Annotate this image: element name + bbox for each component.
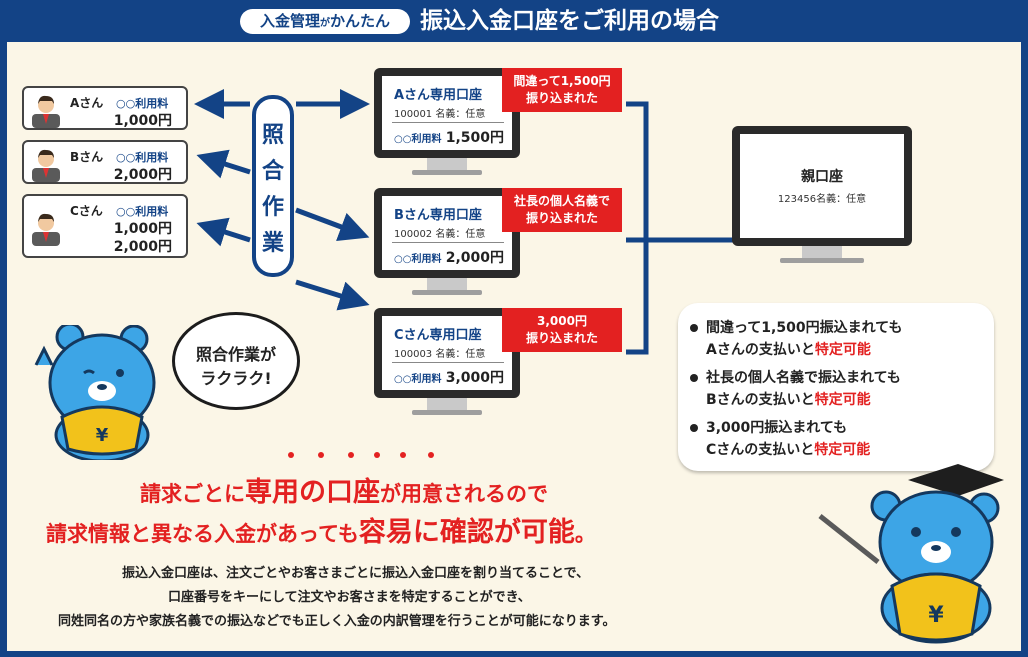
person-icon (32, 213, 60, 246)
bear-mascot-icon: ¥ (34, 325, 156, 460)
teacher-bear-icon: ¥ (818, 464, 1004, 644)
monitor-screen: Bさん専用口座 100002 名義：任意 ○○利用料 2,000円 (382, 196, 512, 270)
note-line: Bさんの支払いと特定可能 (706, 392, 871, 408)
notes-box: 間違って1,500円振込まれても Aさんの支払いと特定可能 社長の個人名義で振込… (678, 303, 994, 471)
page-title: 振込入金口座をご利用の場合 (420, 8, 719, 34)
person-icon (32, 95, 60, 128)
note-line: 社長の個人名義で (513, 194, 610, 208)
matching-char: 合 (261, 159, 284, 184)
matching-label: 照 合 作 業 (252, 95, 294, 277)
parent-title: 親口座 (801, 169, 843, 185)
body-line: 同姓同名の方や家族名義での振込などでも正しく入金の内訳管理を行うことが可能になり… (58, 614, 616, 629)
account-amount: 3,000円 (445, 370, 504, 386)
account-amount: 1,500円 (445, 130, 504, 146)
account-number: 100003 名義：任意 (394, 349, 486, 360)
badge-tail-text: かんたん (330, 12, 391, 30)
fee-label: ○○利用料 (116, 205, 169, 218)
parent-number: 123456名義：任意 (777, 194, 867, 205)
emphasis-dot (318, 452, 324, 458)
matching-char: 作 (261, 195, 284, 220)
arrow-b-to-account (295, 207, 370, 242)
arrow-c-to-customer (196, 217, 251, 247)
note-line: Aさんの支払いと特定可能 (706, 342, 871, 358)
connector-c (626, 240, 649, 355)
headline-line-2: 請求情報と異なる入金があっても容易に確認が可能。 (46, 517, 596, 548)
customer-amount: 1,000円 (113, 113, 172, 129)
fee-label: ○○利用料 (394, 374, 442, 385)
customer-card-c: Cさん ○○利用料 1,000円 2,000円 (22, 194, 188, 258)
connector-a (626, 101, 734, 243)
note-line: 3,000円 (537, 314, 587, 328)
emphasis-dot (288, 452, 294, 458)
note-line: 社長の個人名義で振込まれても (690, 367, 901, 387)
payment-note-a: 間違って1,500円 振り込まれた (502, 68, 622, 112)
body-line: 振込入金口座は、注文ごとやお客さまごとに振込入金口座を割り当てることで、 (122, 566, 590, 581)
note-line: 間違って1,500円 (513, 74, 611, 88)
account-title: Bさん専用口座 (394, 208, 482, 223)
note-line: 振り込まれた (525, 331, 598, 345)
monitor-screen: 親口座 123456名義：任意 (740, 134, 904, 238)
fee-label: ○○利用料 (394, 254, 442, 265)
note-line: 3,000円振込まれても (690, 417, 847, 437)
bubble-line: ラクラク! (200, 369, 272, 388)
customer-card-a: Aさん ○○利用料 1,000円 (22, 86, 188, 130)
customer-amount: 2,000円 (113, 239, 172, 255)
fee-label: ○○利用料 (116, 97, 169, 110)
svg-text:¥: ¥ (928, 603, 944, 628)
badge-main-text: 入金管理 (259, 12, 320, 30)
monitor-screen: Aさん専用口座 100001 名義：任意 ○○利用料 1,500円 (382, 76, 512, 150)
emphasis-dot (428, 452, 434, 458)
customer-name: Aさん (70, 96, 104, 110)
note-line: 振り込まれた (525, 91, 598, 105)
svg-text:¥: ¥ (96, 425, 109, 446)
emphasis-dot (348, 452, 354, 458)
arrow-b-to-customer (196, 149, 251, 179)
account-amount: 2,000円 (445, 250, 504, 266)
body-line: 口座番号をキーにして注文やお客さまを特定することができ、 (168, 590, 531, 605)
emphasis-dot (400, 452, 406, 458)
account-title: Cさん専用口座 (394, 328, 482, 343)
matching-char: 照 (261, 123, 284, 148)
note-line: 振り込まれた (525, 211, 598, 225)
header-badge: 入金管理がかんたん (240, 9, 410, 34)
customer-amount: 2,000円 (113, 167, 172, 183)
account-title: Aさん専用口座 (394, 88, 483, 103)
fee-label: ○○利用料 (394, 134, 442, 145)
note-line: Cさんの支払いと特定可能 (706, 442, 871, 458)
payment-note-b: 社長の個人名義で 振り込まれた (502, 188, 622, 232)
arrow-c-to-account (295, 279, 370, 311)
fee-label: ○○利用料 (116, 151, 169, 164)
account-number: 100001 名義：任意 (394, 109, 486, 120)
person-icon (32, 149, 60, 182)
headline-line-1: 請求ごとに専用の口座が用意されるので (140, 477, 548, 508)
account-number: 100002 名義：任意 (394, 229, 486, 240)
matching-char: 業 (261, 231, 284, 256)
badge-small-text: が (320, 18, 330, 29)
customer-name: Bさん (70, 150, 104, 164)
note-line: 間違って1,500円振込まれても (690, 317, 902, 337)
payment-note-c: 3,000円 振り込まれた (502, 308, 622, 352)
customer-card-b: Bさん ○○利用料 2,000円 (22, 140, 188, 184)
customer-amount: 1,000円 (113, 221, 172, 237)
customer-name: Cさん (70, 204, 103, 218)
monitor-screen: Cさん専用口座 100003 名義：任意 ○○利用料 3,000円 (382, 316, 512, 390)
bubble-line: 照合作業が (195, 345, 276, 364)
emphasis-dot (374, 452, 380, 458)
speech-bubble: 照合作業が ラクラク! (172, 312, 300, 410)
